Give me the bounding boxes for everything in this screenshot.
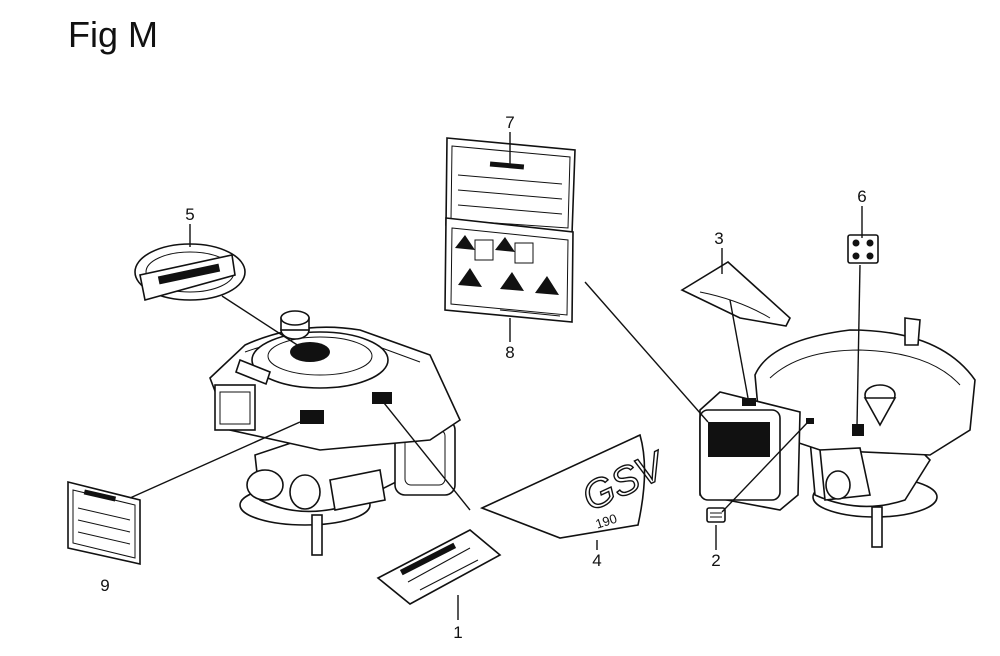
left-engine[interactable]: [209, 310, 462, 556]
part-3-strip-decal[interactable]: [680, 261, 791, 327]
callout-8: 8: [505, 343, 514, 362]
right-engine[interactable]: [699, 317, 976, 548]
part-8-warning-pictogram-label[interactable]: [444, 217, 574, 323]
part-4-model-decal[interactable]: GSV 190: [479, 433, 675, 539]
leader-lines: [129, 132, 863, 620]
callout-9: 9: [100, 576, 109, 595]
part-9-caution-label[interactable]: [67, 480, 141, 565]
part-5-emblem-decal[interactable]: [134, 243, 246, 302]
callout-3: 3: [714, 229, 723, 248]
callout-6: 6: [857, 187, 866, 206]
figure-title: Fig M: [68, 14, 158, 55]
callout-2: 2: [711, 551, 720, 570]
part-2-small-tag[interactable]: [706, 507, 726, 523]
callout-1: 1: [453, 623, 462, 642]
callout-7: 7: [505, 113, 514, 132]
part-6-dot-label[interactable]: [847, 234, 879, 264]
part-7-caution-label[interactable]: [445, 137, 576, 235]
part-1-spec-plate[interactable]: [376, 529, 502, 605]
callout-4: 4: [592, 551, 601, 570]
decal-displacement-text: 190: [594, 511, 619, 532]
callout-5: 5: [185, 205, 194, 224]
